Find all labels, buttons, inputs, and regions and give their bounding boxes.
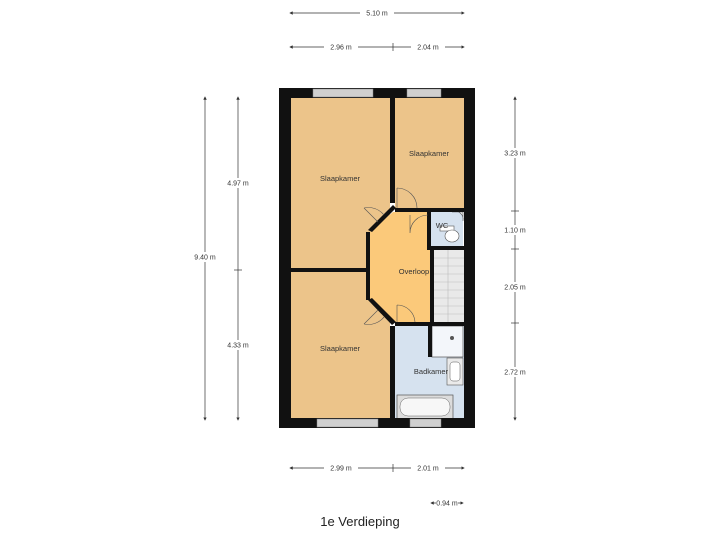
shower <box>431 325 464 358</box>
dimension-left-total-label: 9.40 m <box>194 255 216 262</box>
room-bedroom-top-right <box>395 98 464 208</box>
dimension-bottom-split: 2.99 m 2.01 m <box>289 463 465 473</box>
dimension-right-3-label: 2.05 m <box>504 285 526 292</box>
doors <box>363 187 429 325</box>
label-landing: Overloop <box>399 267 429 276</box>
label-bedroom-top-right: Slaapkamer <box>409 149 450 158</box>
dimension-right-4-label: 2.72 m <box>504 370 526 377</box>
dimension-top-total: 5.10 m <box>289 8 465 18</box>
wc-toilet <box>439 225 460 243</box>
bathroom-sink <box>446 357 464 386</box>
label-wc: WC <box>436 221 449 230</box>
dimension-bottom-small: 0.94 m <box>430 498 464 508</box>
label-bedroom-top-left: Slaapkamer <box>320 174 361 183</box>
stairs <box>434 250 464 322</box>
dimension-left-split: 4.97 m 4.33 m <box>225 96 251 421</box>
floor-title: 1e Verdieping <box>320 514 400 529</box>
label-bathroom: Badkamer <box>414 367 449 376</box>
dimension-right-1-label: 3.23 m <box>504 151 526 158</box>
dimension-left-upper-label: 4.97 m <box>227 181 249 188</box>
dimension-top-right-label: 2.04 m <box>417 45 439 52</box>
dimension-bottom-small-label: 0.94 m <box>436 501 458 508</box>
dimension-bottom-right-label: 2.01 m <box>417 466 439 473</box>
label-bedroom-bottom-left: Slaapkamer <box>320 344 361 353</box>
dimension-left-total: 9.40 m <box>192 96 218 421</box>
windows <box>312 88 442 428</box>
bathtub <box>396 394 454 420</box>
dimension-bottom-left-label: 2.99 m <box>330 466 352 473</box>
rooms <box>291 98 464 419</box>
dimension-top-total-label: 5.10 m <box>366 11 388 18</box>
dimension-right: 3.23 m 1.10 m 2.05 m 2.72 m <box>502 96 528 421</box>
dimension-right-2-label: 1.10 m <box>504 228 526 235</box>
dimension-top-left-label: 2.96 m <box>330 45 352 52</box>
dimension-left-lower-label: 4.33 m <box>227 343 249 350</box>
dimension-top-split: 2.96 m 2.04 m <box>289 42 465 52</box>
room-landing <box>370 212 430 322</box>
